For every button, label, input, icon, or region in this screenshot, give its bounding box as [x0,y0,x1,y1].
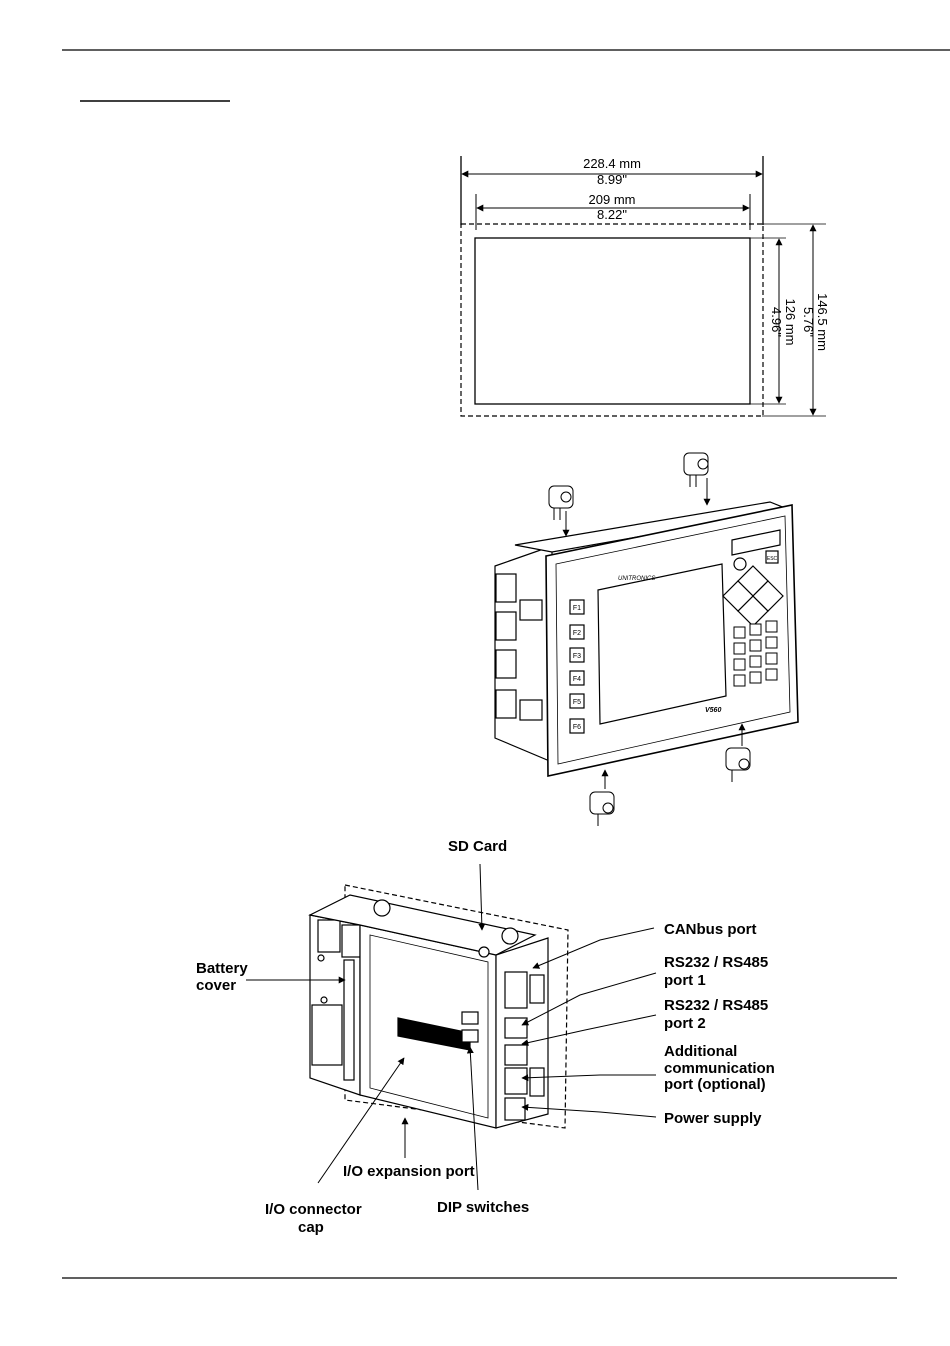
fkey-1-label: F1 [573,605,581,612]
height-outer-mm: 146.5 mm [815,293,830,351]
callout-canbus-port: CANbus port [664,921,757,938]
fkey-2-label: F2 [573,630,581,637]
width-inner-in: 8.22" [597,207,627,222]
callout-sd-card: SD Card [448,838,507,855]
callout-power-supply: Power supply [664,1110,762,1127]
callout-additional-line1: Additional [664,1043,737,1060]
callout-rs-port1-line2: port 1 [664,972,706,989]
callout-dip-switches: DIP switches [437,1199,529,1216]
panel-cutout [475,238,750,404]
fkey-4-label: F4 [573,676,581,683]
height-outer-in: 5.76" [801,307,816,337]
model-label: V560 [705,707,721,714]
esc-key-label: ESC [767,556,778,562]
height-inner-in: 4.96" [769,307,784,337]
fkey-6-label: F6 [573,724,581,731]
height-inner-mm: 126 mm [783,299,798,346]
callout-rs-port1-line1: RS232 / RS485 [664,954,768,971]
device-front-view [495,453,798,826]
callout-additional-line2: communication [664,1060,775,1077]
callout-additional-line3: port (optional) [664,1076,766,1093]
callout-battery-line1: Battery [196,960,248,977]
width-outer-in: 8.99" [597,172,627,187]
callout-io-cap-line2: cap [298,1219,324,1236]
callout-io-cap-line1: I/O connector [265,1201,362,1218]
callout-rs-port2-line1: RS232 / RS485 [664,997,768,1014]
device-rear-view [310,885,568,1128]
callout-io-expansion-port: I/O expansion port [343,1163,475,1180]
width-outer-mm: 228.4 mm [583,156,641,171]
cutout-drawing: 228.4 mm 8.99" 209 mm 8.22" 126 mm 4.96"… [461,156,830,416]
callout-battery-line2: cover [196,977,236,994]
brand-logo-text: UNITRONICS [618,576,655,582]
width-inner-mm: 209 mm [589,192,636,207]
fkey-3-label: F3 [573,653,581,660]
fkey-5-label: F5 [573,699,581,706]
callout-rs-port2-line2: port 2 [664,1015,706,1032]
